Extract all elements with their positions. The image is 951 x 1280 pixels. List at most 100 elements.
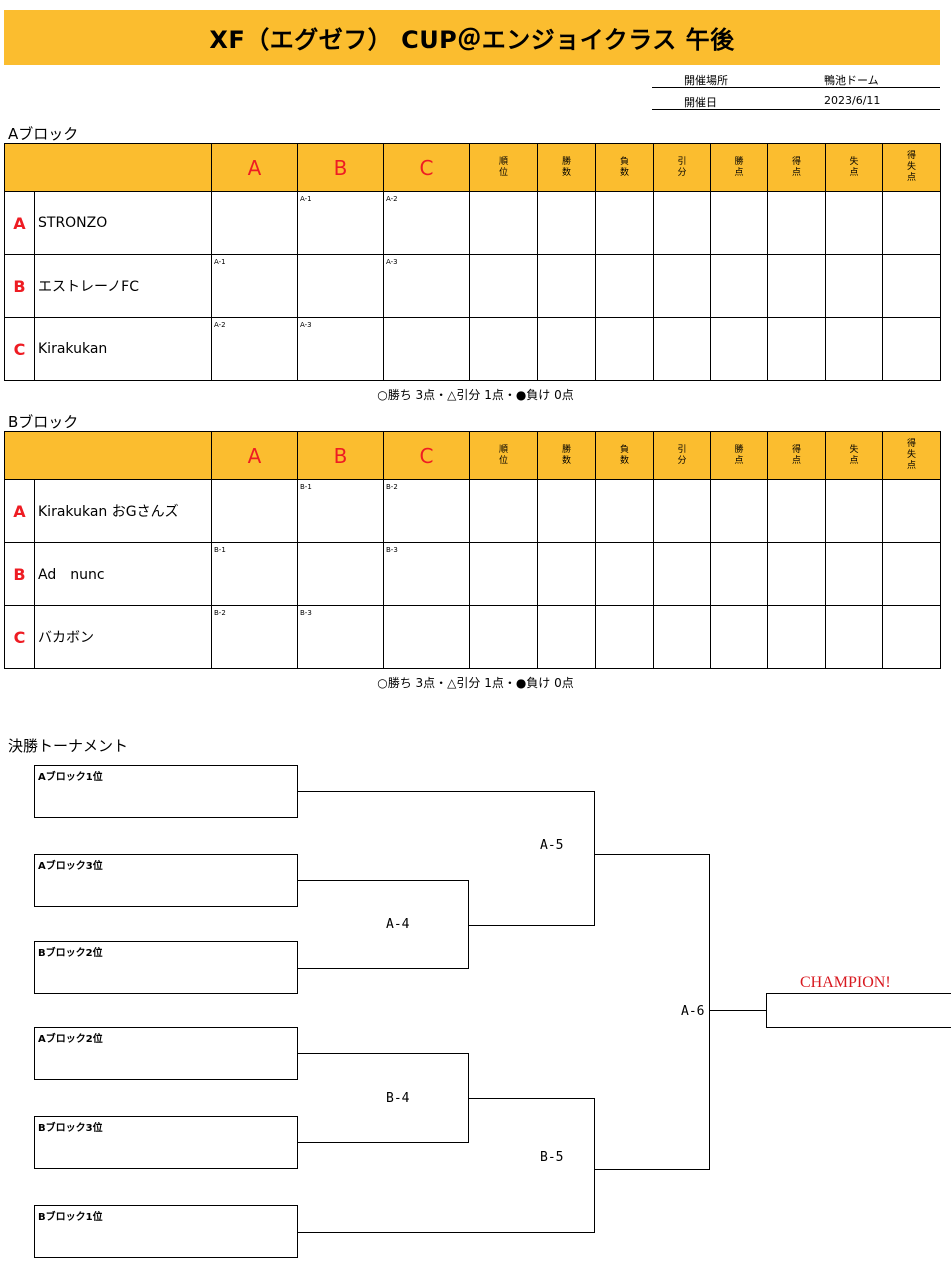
team-name[interactable]: Kirakukan おGさんズ — [34, 479, 212, 543]
match-id: B-2 — [386, 483, 398, 491]
col-header-losses: 負数 — [595, 143, 654, 192]
bracket-slot[interactable]: Aブロック2位 — [34, 1027, 298, 1080]
bracket-slot[interactable]: Bブロック3位 — [34, 1116, 298, 1169]
goal-diff-cell[interactable] — [882, 479, 941, 543]
match-id: B-1 — [214, 546, 226, 554]
bracket-slot[interactable]: Aブロック1位 — [34, 765, 298, 818]
rank-cell[interactable] — [469, 317, 538, 381]
champion-label: CHAMPION! — [800, 974, 891, 991]
losses-cell[interactable] — [595, 542, 654, 606]
points-cell[interactable] — [710, 191, 768, 255]
goals-against-cell[interactable] — [825, 479, 883, 543]
self-match-cell — [211, 191, 298, 255]
team-name[interactable]: STRONZO — [34, 191, 212, 255]
match-cell[interactable]: A-2 — [211, 317, 298, 381]
goals-for-cell[interactable] — [767, 254, 826, 318]
slot-label: Aブロック2位 — [38, 1034, 103, 1045]
match-cell[interactable]: B-2 — [383, 479, 470, 543]
rank-cell[interactable] — [469, 542, 538, 606]
match-cell[interactable]: A-1 — [297, 191, 384, 255]
champion-box[interactable] — [766, 993, 951, 1028]
match-cell[interactable]: B-3 — [297, 605, 384, 669]
points-cell[interactable] — [710, 317, 768, 381]
col-header-points: 勝点 — [710, 143, 768, 192]
draws-cell[interactable] — [653, 479, 711, 543]
wins-cell[interactable] — [537, 317, 596, 381]
match-id: B-3 — [386, 546, 398, 554]
goals-against-cell[interactable] — [825, 542, 883, 606]
goals-for-cell[interactable] — [767, 479, 826, 543]
goals-against-cell[interactable] — [825, 605, 883, 669]
losses-cell[interactable] — [595, 254, 654, 318]
rank-cell[interactable] — [469, 605, 538, 669]
goal-diff-cell[interactable] — [882, 605, 941, 669]
col-header-b: B — [297, 431, 384, 480]
bracket-slot[interactable]: Bブロック2位 — [34, 941, 298, 994]
goals-for-cell[interactable] — [767, 542, 826, 606]
points-cell[interactable] — [710, 254, 768, 318]
match-cell[interactable]: A-3 — [297, 317, 384, 381]
wins-cell[interactable] — [537, 542, 596, 606]
goals-against-cell[interactable] — [825, 254, 883, 318]
date-value: 2023/6/11 — [824, 94, 881, 107]
match-cell[interactable]: B-2 — [211, 605, 298, 669]
draws-cell[interactable] — [653, 191, 711, 255]
losses-cell[interactable] — [595, 317, 654, 381]
match-cell[interactable]: A-1 — [211, 254, 298, 318]
rank-cell[interactable] — [469, 191, 538, 255]
wins-cell[interactable] — [537, 479, 596, 543]
venue-label: 開催場所 — [684, 74, 728, 87]
col-header-goal-diff: 得失点 — [882, 143, 941, 192]
wins-cell[interactable] — [537, 605, 596, 669]
losses-cell[interactable] — [595, 605, 654, 669]
col-header-wins: 勝数 — [537, 143, 596, 192]
date-label: 開催日 — [684, 96, 717, 109]
self-match-cell — [383, 605, 470, 669]
losses-cell[interactable] — [595, 191, 654, 255]
team-name[interactable]: バカボン — [34, 605, 212, 669]
team-name[interactable]: Ad nunc — [34, 542, 212, 606]
match-id: B-3 — [300, 609, 312, 617]
draws-cell[interactable] — [653, 317, 711, 381]
draws-cell[interactable] — [653, 542, 711, 606]
goal-diff-cell[interactable] — [882, 542, 941, 606]
match-id: A-1 — [300, 195, 312, 203]
match-cell[interactable]: B-3 — [383, 542, 470, 606]
wins-cell[interactable] — [537, 254, 596, 318]
col-header-draws: 引分 — [653, 431, 711, 480]
goal-diff-cell[interactable] — [882, 191, 941, 255]
team-name[interactable]: エストレーノFC — [34, 254, 212, 318]
losses-cell[interactable] — [595, 479, 654, 543]
points-cell[interactable] — [710, 542, 768, 606]
bracket-slot[interactable]: Aブロック3位 — [34, 854, 298, 907]
match-cell[interactable]: B-1 — [211, 542, 298, 606]
block-b-table: A B C 順位 勝数 負数 引分 勝点 得点 失点 得失点 A Kirakuk… — [4, 431, 941, 669]
points-cell[interactable] — [710, 605, 768, 669]
match-cell[interactable]: B-1 — [297, 479, 384, 543]
row-letter: C — [4, 605, 35, 669]
goal-diff-cell[interactable] — [882, 254, 941, 318]
goals-for-cell[interactable] — [767, 191, 826, 255]
header-blank — [4, 431, 212, 480]
goals-for-cell[interactable] — [767, 317, 826, 381]
goals-for-cell[interactable] — [767, 605, 826, 669]
goals-against-cell[interactable] — [825, 191, 883, 255]
match-label-b5: B-5 — [540, 1150, 564, 1165]
scoring-legend: ○勝ち 3点・△引分 1点・●負け 0点 — [377, 388, 574, 402]
col-header-a: A — [211, 431, 298, 480]
rank-cell[interactable] — [469, 479, 538, 543]
points-cell[interactable] — [710, 479, 768, 543]
goal-diff-cell[interactable] — [882, 317, 941, 381]
team-name[interactable]: Kirakukan — [34, 317, 212, 381]
wins-cell[interactable] — [537, 191, 596, 255]
draws-cell[interactable] — [653, 254, 711, 318]
match-cell[interactable]: A-3 — [383, 254, 470, 318]
draws-cell[interactable] — [653, 605, 711, 669]
goals-against-cell[interactable] — [825, 317, 883, 381]
page-title: XF（エグゼフ） CUP＠エンジョイクラス 午後 — [4, 10, 940, 65]
rank-cell[interactable] — [469, 254, 538, 318]
col-header-points: 勝点 — [710, 431, 768, 480]
bracket-slot[interactable]: Bブロック1位 — [34, 1205, 298, 1258]
table-row: B エストレーノFC A-1 A-3 — [4, 254, 941, 318]
match-cell[interactable]: A-2 — [383, 191, 470, 255]
